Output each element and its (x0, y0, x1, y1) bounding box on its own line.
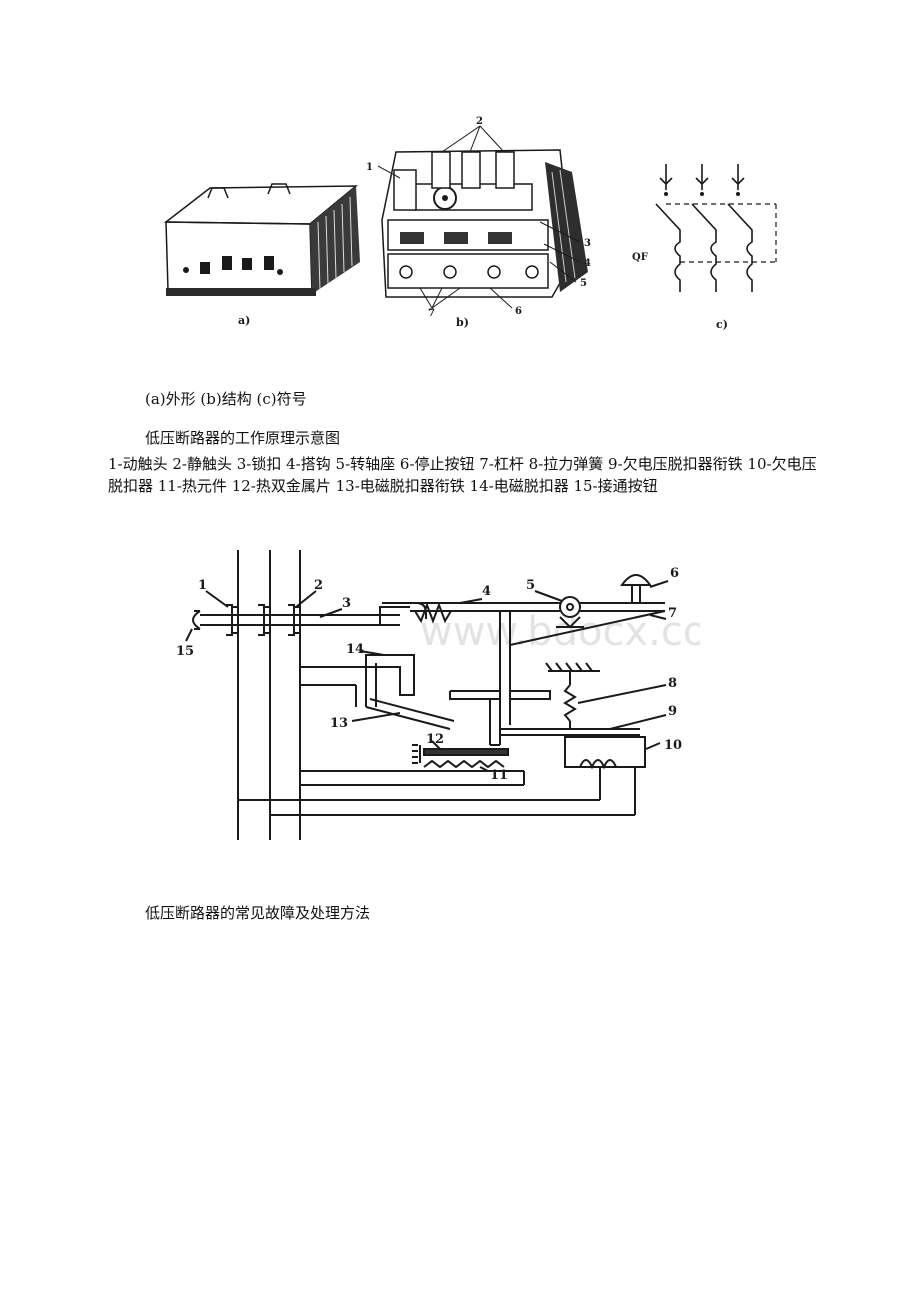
mech-callout-11: 11 (490, 768, 508, 783)
section-title-faults: 低压断路器的常见故障及处理方法 (145, 904, 371, 922)
figure-caption-title: 低压断路器的工作原理示意图 (145, 429, 341, 447)
mech-callout-7: 7 (668, 606, 677, 621)
callout-4: 4 (584, 258, 591, 269)
callout-1: 1 (366, 162, 373, 173)
symbol-label-qf: QF (632, 252, 648, 263)
mech-callout-8: 8 (668, 676, 677, 691)
mech-callout-10: 10 (664, 738, 682, 753)
mech-callout-12: 12 (426, 732, 444, 747)
callout-2: 2 (476, 116, 483, 127)
mech-callout-6: 6 (670, 566, 679, 581)
mech-callout-4: 4 (482, 584, 491, 599)
mech-callout-13: 13 (330, 716, 348, 731)
watermark-text: www.bdocx.com (420, 609, 700, 655)
mechanism-svg: www.bdocx.com (176, 550, 746, 840)
mech-callout-5: 5 (526, 578, 535, 593)
mech-callout-9: 9 (668, 704, 677, 719)
callout-7: 7 (428, 308, 435, 319)
callout-3: 3 (584, 238, 591, 249)
breaker-mechanism-diagram: www.bdocx.com (170, 545, 746, 845)
mech-callout-2: 2 (314, 578, 323, 593)
panel-label-a: a) (238, 314, 250, 327)
figure-caption-subpanels: (a)外形 (b)结构 (c)符号 (145, 390, 307, 408)
panel-label-b: b) (456, 316, 469, 329)
mech-callout-15: 15 (176, 644, 194, 659)
callout-5: 5 (580, 278, 587, 289)
mech-callout-1: 1 (198, 578, 207, 593)
breaker-symbol-drawing: QF c) (632, 164, 777, 331)
breaker-figure-top: a) (160, 112, 800, 342)
component-legend: 1-动触头 2-静触头 3-锁扣 4-搭钩 5-转轴座 6-停止按钮 7-杠杆 … (108, 455, 817, 495)
panel-label-c: c) (716, 318, 728, 331)
breaker-figure-svg: a) (163, 116, 777, 331)
breaker-structure-drawing: 1 2 3 4 5 6 7 b) (366, 116, 591, 329)
breaker-exterior-drawing: a) (163, 183, 360, 327)
mech-callout-14: 14 (346, 642, 364, 657)
mech-callout-3: 3 (342, 596, 351, 611)
callout-6: 6 (515, 306, 522, 317)
